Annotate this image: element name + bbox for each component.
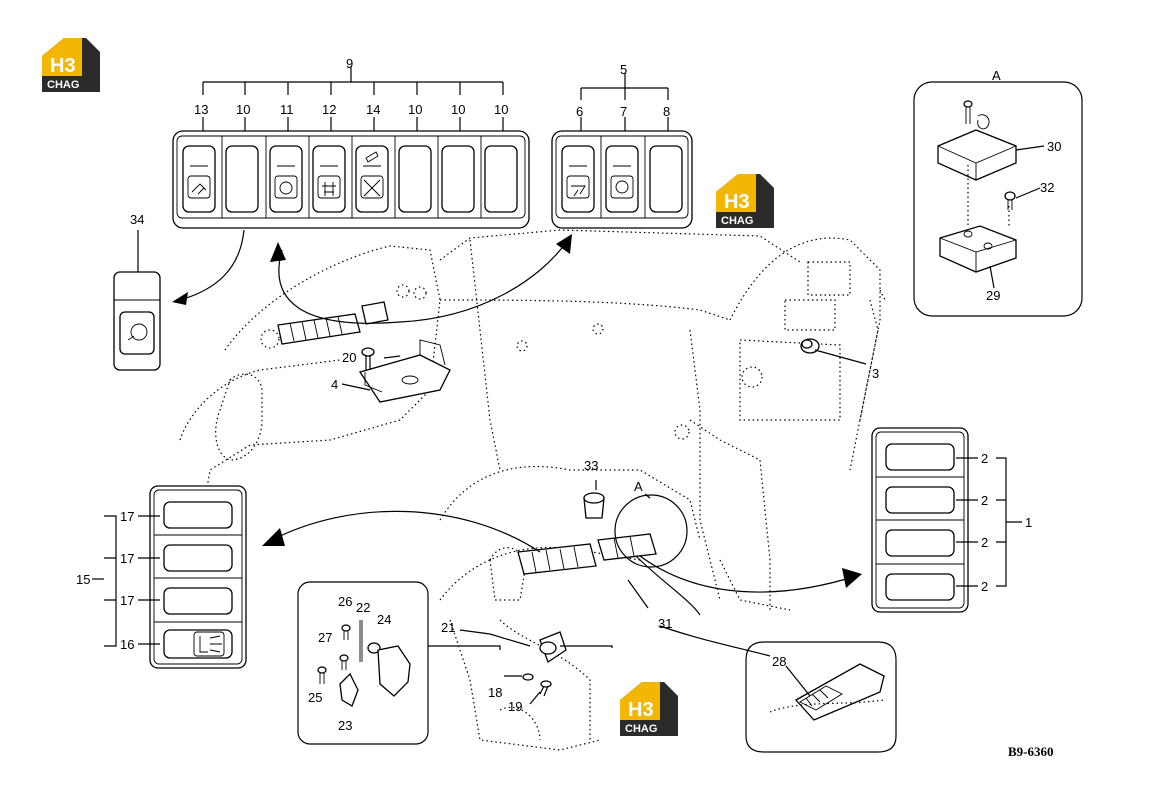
brand-logo-bottom: H3 CHAG: [620, 682, 678, 736]
washer-icon: [610, 175, 634, 199]
switch-stack-15: 17 17 17 16 15: [76, 485, 247, 669]
callout-4: 4: [331, 377, 338, 392]
switch-stack-1: 2 2 2 2 1: [871, 427, 1032, 613]
callout-10: 10: [236, 102, 250, 117]
switch-part-21: [539, 631, 567, 663]
callout-8: 8: [663, 104, 670, 119]
callout-9: 9: [346, 56, 353, 71]
callout-32: 32: [1040, 180, 1054, 195]
brand-logo-middle: H3 CHAG: [716, 174, 774, 228]
work-light-icon: [187, 175, 211, 199]
callout-30: 30: [1047, 139, 1061, 154]
callout-A-title: A: [992, 68, 1001, 83]
callout-16: 16: [120, 637, 134, 652]
callout-15: 15: [76, 572, 90, 587]
callout-6: 6: [576, 104, 583, 119]
callout-10: 10: [494, 102, 508, 117]
lighter-part-3: [800, 338, 820, 354]
bolt-part-20: [361, 347, 375, 370]
switch-panel-9: 9 13 10 11 12 14 10 10 10: [172, 56, 530, 229]
callout-26: 26: [338, 594, 352, 609]
logo-text-top: H3: [724, 191, 750, 213]
callout-19: 19: [508, 699, 522, 714]
callout-34: 34: [130, 212, 144, 227]
heater-icon: [317, 175, 341, 199]
callout-10: 10: [451, 102, 465, 117]
callout-1: 1: [1025, 515, 1032, 530]
callout-18: 18: [488, 685, 502, 700]
callout-5: 5: [620, 62, 627, 77]
logo-text-bottom: CHAG: [47, 79, 79, 91]
figure-code: B9-6360: [1008, 744, 1054, 759]
cab-callouts: 20 4 3 33 A 18 19 31: [331, 349, 879, 714]
detail-box-31: 28: [745, 641, 897, 753]
cab-switch-bank-floor: [517, 533, 657, 575]
beacon-icon: [274, 175, 298, 199]
callout-circle-A: [614, 494, 688, 568]
logo-text-top: H3: [50, 55, 76, 77]
callout-33: 33: [584, 458, 598, 473]
callout-17: 17: [120, 509, 134, 524]
wiper-icon: [566, 175, 590, 199]
switch-34: 34: [113, 212, 161, 371]
logo-text-top: H3: [628, 699, 654, 721]
scissors-icon: [360, 175, 384, 199]
callout-27: 27: [318, 630, 332, 645]
callout-2: 2: [981, 493, 988, 508]
callout-17: 17: [120, 551, 134, 566]
logo-text-bottom: CHAG: [625, 723, 657, 735]
callout-31: 31: [658, 616, 672, 631]
callout-13: 13: [194, 102, 208, 117]
callout-28: 28: [772, 654, 786, 669]
callout-3: 3: [872, 366, 879, 381]
callout-2: 2: [981, 579, 988, 594]
callout-A-circle: A: [634, 479, 643, 494]
screw-part-19: [539, 680, 552, 697]
callout-25: 25: [308, 690, 322, 705]
switch-panel-5: 5 6 7 8: [551, 62, 693, 229]
logo-text-bottom: CHAG: [721, 215, 753, 227]
callout-22: 22: [356, 600, 370, 615]
callout-20: 20: [342, 350, 356, 365]
callout-14: 14: [366, 102, 380, 117]
washer-part-18: [522, 673, 534, 681]
callout-11: 11: [280, 102, 294, 117]
pointer-arrows: [172, 229, 862, 657]
pen-icon: [365, 151, 379, 163]
bracket-part-4: [358, 339, 451, 403]
callout-23: 23: [338, 718, 352, 733]
callout-24: 24: [377, 612, 391, 627]
callout-2: 2: [981, 451, 988, 466]
callout-17: 17: [120, 593, 134, 608]
work-light-icon: [193, 631, 225, 657]
cab-outline: [179, 229, 886, 751]
callout-10: 10: [408, 102, 422, 117]
callout-12: 12: [322, 102, 336, 117]
detail-box-A: A 30 32 29: [913, 68, 1083, 317]
beacon-icon: [130, 323, 148, 341]
callout-29: 29: [986, 288, 1000, 303]
callout-21: 21: [441, 620, 455, 635]
brand-logo-top-left: H3 CHAG: [42, 38, 100, 92]
detail-box-21: 26 22 24 27 25 23 21: [297, 581, 613, 745]
callout-2: 2: [981, 535, 988, 550]
callout-7: 7: [620, 104, 627, 119]
part-33-cup: [583, 492, 605, 519]
